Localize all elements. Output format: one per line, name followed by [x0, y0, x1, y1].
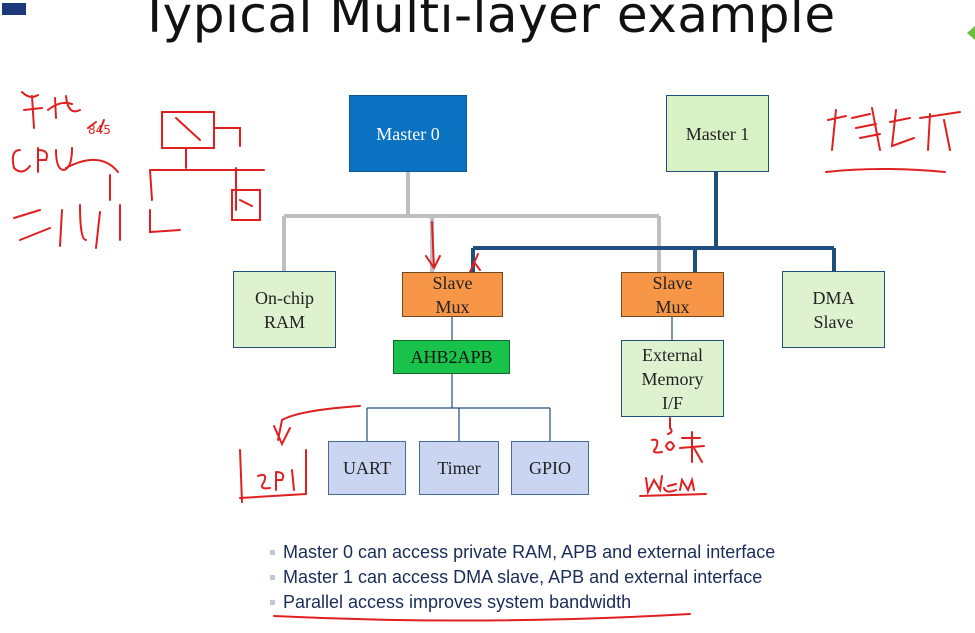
logo-icon	[0, 0, 30, 18]
apb-bus	[366, 317, 673, 441]
ahb2apb-block: AHB2APB	[393, 340, 510, 374]
bullet-text: Master 1 can access DMA slave, APB and e…	[283, 567, 763, 587]
bullet-dot-icon	[270, 600, 275, 605]
external-memory-block: External Memory I/F	[621, 340, 724, 417]
master1-bus	[471, 172, 836, 272]
onchip-ram-block: On-chip RAM	[233, 271, 336, 348]
gpio-block: GPIO	[511, 441, 589, 495]
bullet-dot-icon	[270, 550, 275, 555]
annotation-number: 845	[88, 123, 111, 137]
nav-arrow-icon[interactable]	[965, 24, 975, 42]
bullet-item: Master 1 can access DMA slave, APB and e…	[270, 565, 775, 590]
bullet-dot-icon	[270, 575, 275, 580]
slide-title: Typical Multi-layer example	[139, 0, 836, 44]
master0-bus	[282, 172, 661, 272]
dma-slave-block: DMA Slave	[782, 271, 885, 348]
bullet-text: Parallel access improves system bandwidt…	[283, 592, 632, 612]
bullet-list: Master 0 can access private RAM, APB and…	[270, 540, 775, 615]
slave-mux-1-block: Slave Mux	[402, 272, 503, 317]
bullet-text: Master 0 can access private RAM, APB and…	[283, 542, 776, 562]
slave-mux-2-block: Slave Mux	[621, 272, 724, 317]
uart-block: UART	[328, 441, 406, 495]
master-0-block: Master 0	[349, 95, 467, 172]
timer-block: Timer	[419, 441, 499, 495]
bullet-item: Parallel access improves system bandwidt…	[270, 590, 775, 615]
bullet-item: Master 0 can access private RAM, APB and…	[270, 540, 775, 565]
master-1-block: Master 1	[666, 95, 769, 172]
